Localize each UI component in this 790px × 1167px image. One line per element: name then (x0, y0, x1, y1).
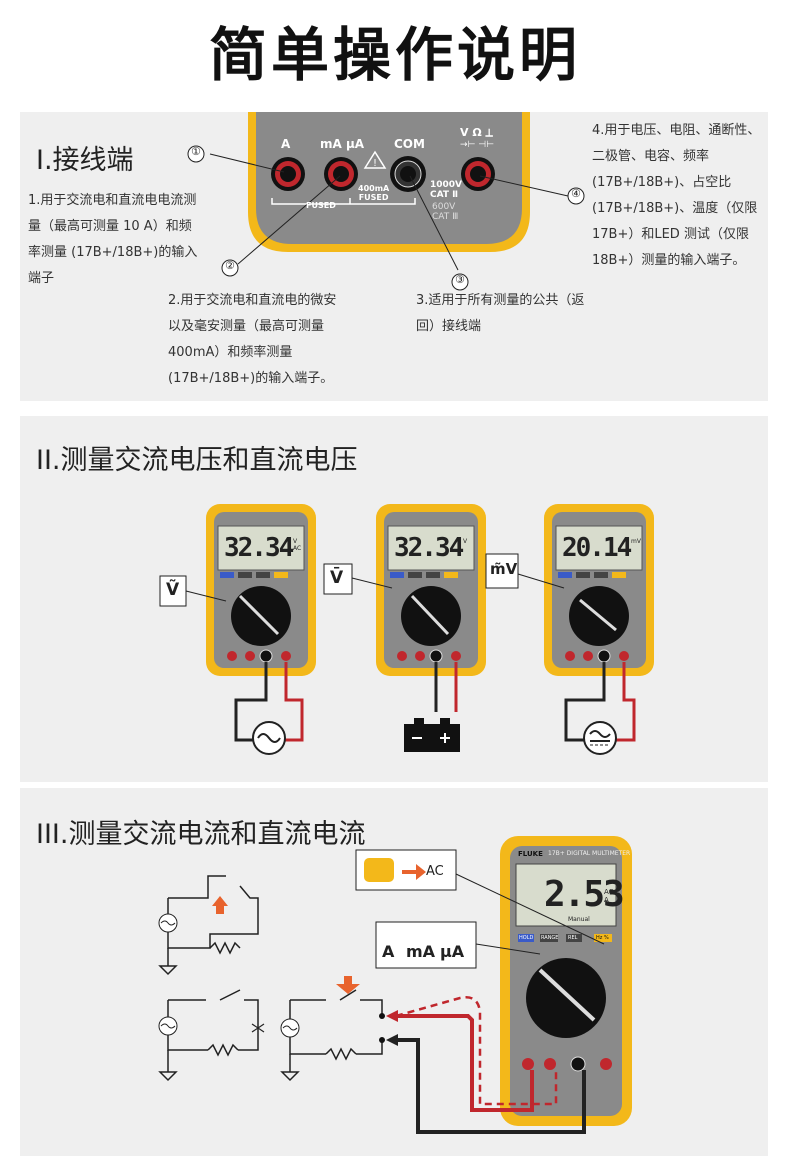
section-voltage: II.测量交流电压和直流电压 (20, 416, 768, 782)
desc-terminal-a: 1.用于交流电和直流电电流测量（最高可测量 10 A）和频率测量 (17B+/1… (28, 193, 198, 286)
hold-button[interactable]: HOLD (519, 935, 534, 941)
current-illustration (158, 836, 632, 1134)
current-reading: 2.53 (544, 874, 625, 915)
battery-icon (404, 718, 460, 752)
desc-terminal-com: 3.适用于所有测量的公共（返回）接线端 (416, 293, 585, 334)
jack-com-label: COM (394, 137, 425, 151)
fused-label-a: FUSED (306, 201, 336, 210)
ac-dc-source-icon (583, 721, 617, 755)
desc-terminal-v: 4.用于电压、电阻、通断性、二极管、电容、频率(17B+/18B+)、占空比(1… (592, 123, 761, 268)
callout-3: ③ (455, 273, 465, 286)
callout-4: ④ (571, 187, 581, 200)
manual-mode: Manual (568, 916, 590, 923)
section2-title: II.测量交流电压和直流电压 (36, 445, 358, 476)
desc-terminal-ma: 2.用于交流电和直流电的微安以及毫安测量（最高可测量 400mA）和频率测量(1… (168, 293, 337, 386)
rel-button[interactable]: REL (568, 935, 578, 941)
range-button[interactable]: RANGE (541, 935, 559, 941)
warning-icon (363, 150, 387, 169)
mv-badge: m̃V (490, 560, 518, 578)
dc-voltage-badge: V̄ (330, 568, 344, 588)
meter3-unit: mV (631, 538, 641, 545)
section3-title: III.测量交流电流和直流电流 (36, 819, 366, 850)
jack-v (461, 157, 495, 191)
cat-rating-1: 1000V CAT Ⅱ (430, 180, 463, 200)
jack-com (390, 156, 426, 192)
terminals-illustration: ! (187, 112, 585, 291)
meter3-reading: 20.14 (562, 533, 632, 563)
ac-voltage-badge: Ṽ (166, 580, 180, 600)
jack-a-label: A (281, 137, 291, 151)
callout-2: ② (225, 259, 235, 272)
jack-v-label: V Ω ⟂ (460, 126, 493, 139)
range-label-a: A (382, 942, 395, 961)
jack-a (271, 157, 305, 191)
ac-label: AC (426, 864, 444, 879)
meter2-reading: 32.34 (394, 533, 464, 563)
range-label-ua: µA (440, 942, 465, 961)
fused-label-ma: 400mA FUSED (358, 184, 390, 202)
jack-ma-label: mA µA (320, 137, 365, 151)
meter2-unit: V (463, 538, 468, 545)
meter-brand: FLUKE (518, 850, 543, 858)
current-unit: AC A (604, 888, 614, 904)
voltage-illustration (159, 504, 654, 755)
cat-rating-2: 600V CAT Ⅲ (432, 202, 459, 222)
meter1-reading: 32.34 (224, 533, 294, 563)
section-current: III.测量交流电流和直流电流 (20, 788, 768, 1156)
range-label-ma: mA (406, 942, 436, 961)
callout-1: ① (191, 145, 201, 158)
section1-title: I.接线端 (36, 145, 134, 176)
hz-button[interactable]: Hz % (596, 935, 609, 941)
meter1-unit: V AC (293, 538, 302, 552)
jack-v-symbols: →⊢ ⊣⊢ (460, 140, 494, 150)
section-terminals: I.接线端 ! A mA µA COM V Ω (20, 112, 768, 401)
meter-model: 17B+ DIGITAL MULTIMETER (548, 850, 631, 857)
svg-text:!: ! (373, 158, 377, 169)
page-title: 简单操作说明 (208, 21, 581, 89)
